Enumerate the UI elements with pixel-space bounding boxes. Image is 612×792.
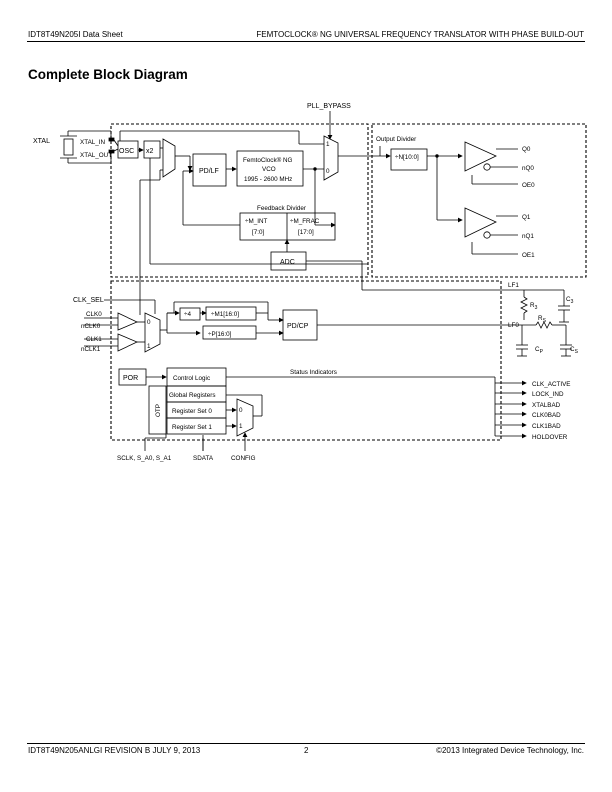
n-divider-label: ÷N[10:0] [395,154,419,161]
nclk0-label: nCLK0 [81,323,101,330]
lf0-label: LF0 [508,322,519,329]
register-set-0-label: Register Set 0 [172,408,212,415]
header-product-title: FEMTOCLOCK® NG UNIVERSAL FREQUENCY TRANS… [256,30,584,39]
status-indicators-label: Status Indicators [290,369,337,376]
clk0-label: CLK0 [86,311,102,318]
pll-bypass-label: PLL_BYPASS [307,103,351,110]
output-nq1: nQ1 [522,233,534,240]
r3-resistor [520,296,528,314]
n-divider-block [390,148,428,171]
pll-bypass-mux [323,135,339,181]
header-rule [27,41,585,42]
footer-revision: IDT8T49N205ANLGI REVISION B JULY 9, 2013 [28,746,201,755]
sdata-label: SDATA [193,455,214,462]
input-region [110,280,502,441]
clk-sel-label: CLK_SEL [73,297,104,304]
crystal-symbol [63,138,74,156]
div4-block [179,307,201,321]
output-q1: Q1 [522,214,531,221]
output-oe1: OE1 [522,252,535,259]
m1-divider-block [205,306,257,321]
p-divider-block [202,325,257,340]
xtal-in-label: XTAL_IN [80,139,106,146]
feedback-divider-label: Feedback Divider [257,205,306,212]
output-q0: Q0 [522,146,531,153]
mux1-label: 1 [326,141,330,148]
clk0-buffer [117,312,138,331]
status-clk1bad: CLK1BAD [532,423,561,430]
output-oe0: OE0 [522,182,535,189]
output-buffer-1 [464,207,497,238]
output-nq0: nQ0 [522,165,534,172]
clk-mux1-label: 1 [147,343,151,350]
lf1-label: LF1 [508,282,519,289]
xtal-label: XTAL [33,138,50,145]
config-mux [236,398,254,437]
vco-block [236,150,304,187]
header-doc-title: IDT8T49N205I Data Sheet [28,30,123,39]
mux0-label: 0 [326,168,330,175]
cp-label: CP [535,346,544,355]
serial-pins-label: SCLK, S_A0, S_A1 [117,455,172,462]
osc-label: OSC [119,148,134,155]
output-buffer-0 [464,141,497,172]
cs-label: CS [570,346,579,355]
x2-block [143,140,161,159]
pdlf-label: PD/LF [199,168,219,175]
footer-rule [27,743,585,744]
status-holdover: HOLDOVER [532,434,568,441]
rs-resistor [535,321,553,329]
clk-mux [144,312,161,353]
clk1-buffer [117,333,138,352]
rs-label: RS [538,315,547,324]
page-title: Complete Block Diagram [28,67,188,82]
m-frac-bits: [17:0] [298,229,314,236]
footer-page-number: 2 [304,746,309,755]
config-mux0-label: 0 [239,407,243,414]
status-lock-ind: LOCK_IND [532,391,564,398]
pdcp-label: PD/CP [287,323,309,330]
status-xtalbad: XTALBAD [532,402,561,409]
m1-label: ÷M1[16:0] [211,311,239,318]
control-logic-label: Control Logic [173,375,210,382]
m-frac-label: ÷M_FRAC [290,218,320,225]
register-set-1-label: Register Set 1 [172,424,212,431]
clk1-label: CLK1 [86,336,102,343]
x2-label: x2 [146,148,154,155]
por-label: POR [123,375,138,382]
output-region [371,123,587,278]
input-mux [162,138,176,178]
status-clk0bad: CLK0BAD [532,412,561,419]
footer-copyright: ©2013 Integrated Device Technology, Inc. [436,746,584,755]
c3-label: C3 [566,296,574,305]
config-label: CONFIG [231,455,256,462]
otp-block [148,385,167,435]
r3-label: R3 [530,302,538,311]
xtal-out-label: XTAL_OUT [80,152,112,159]
otp-label: OTP [155,404,162,417]
div4-label: ÷4 [184,311,191,318]
output-divider-label: Output Divider [376,136,416,143]
config-mux1-label: 1 [239,423,243,430]
status-clk-active: CLK_ACTIVE [532,381,571,388]
vco-line3: 1995 - 2600 MHz [244,176,292,183]
m-int-label: ÷M_INT [245,218,268,225]
nclk1-label: nCLK1 [81,346,101,353]
vco-line2: VCO [262,166,276,173]
clk-mux0-label: 0 [147,319,151,326]
adc-label: ADC [280,259,295,266]
p-divider-label: ÷P[16:0] [208,331,232,338]
osc-block [117,140,139,159]
vco-line1: FemtoClock® NG [243,156,293,164]
m-int-bits: [7:0] [252,229,265,236]
global-registers-label: Global Registers [169,392,216,399]
